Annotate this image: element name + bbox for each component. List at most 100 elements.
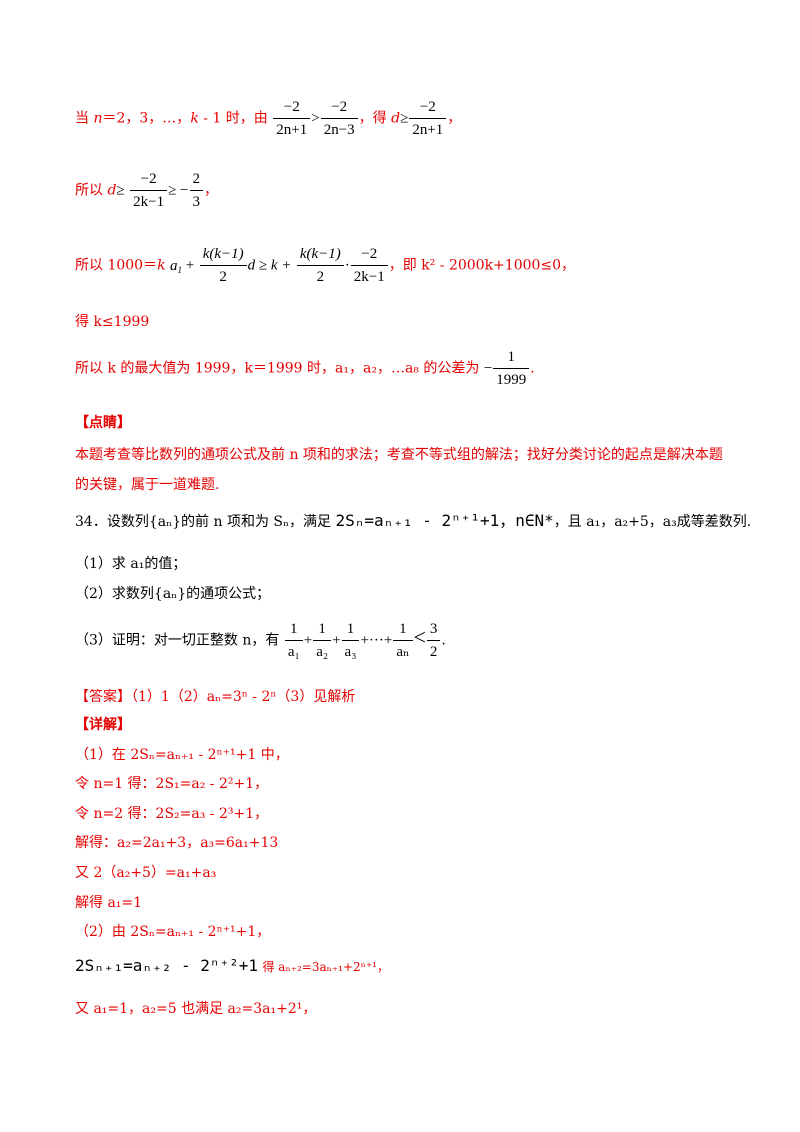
numerator: 1 (313, 618, 332, 641)
text: 所以 1000＝ (75, 257, 158, 274)
fraction: 1 a₁ (284, 618, 303, 663)
text: . (530, 360, 535, 377)
question-part-1: （1）求 a₁的值； (75, 556, 187, 572)
question-34: 34．设数列{aₙ}的前 n 项和为 Sₙ，满足 2Sₙ=aₙ₊₁ - 2ⁿ⁺¹… (75, 512, 751, 531)
solution-line-4: 解得：a₂=2a₁+3，a₃=6a₁+13 (75, 835, 279, 851)
solution-line-2: 令 n=1 得：2S₁=a₂ - 2²+1， (75, 776, 269, 792)
symbol: > (311, 110, 320, 127)
text: ，即 k² - 2000k+1000≤0， (388, 257, 576, 274)
text: . (441, 632, 446, 649)
fraction: k(k−1) 2 (296, 243, 344, 288)
text: ， (447, 110, 462, 127)
text: 当 (75, 110, 94, 127)
fraction: −2 2k−1 (350, 243, 388, 288)
denominator: 2 (219, 269, 227, 285)
question-part-2: （2）求数列{aₙ}的通项公式； (75, 586, 271, 602)
var-k: k (190, 110, 199, 127)
var-d: d (391, 110, 401, 127)
a: a (170, 257, 178, 274)
fraction: 1 aₙ (393, 618, 413, 663)
symbol: ≥ − (168, 182, 189, 199)
symbol: ≥ (116, 182, 125, 199)
numerator: −2 (350, 243, 388, 266)
commentary-line-2: 的关键，属于一道难题. (75, 477, 220, 493)
text: - 1 时，由 (198, 110, 268, 127)
solution-line-1: （1）在 2Sₙ=aₙ₊₁ - 2ⁿ⁺¹+1 中， (75, 747, 289, 763)
text: 所以 k 的最大值为 1999，k＝1999 时，a₁，a₂，…a₈ 的公差为 (75, 360, 480, 377)
text: ＝2，3，…， (102, 110, 191, 127)
var-n: n (93, 110, 103, 127)
numerator: 1 (284, 618, 303, 641)
text: 34．设数列{aₙ}的前 n 项和为 Sₙ，满足 (75, 514, 332, 530)
denominator: 2 (429, 644, 438, 660)
symbol: < (413, 624, 426, 650)
denominator: 2 (316, 269, 325, 285)
heading-dianjing: 【点睛】 (75, 415, 131, 431)
text: ，且 a₁，a₂+5，a₃成等差数列. (553, 514, 752, 530)
numerator: −2 (130, 168, 168, 191)
symbol: ≥ (400, 110, 409, 127)
denominator: 2k−1 (133, 194, 165, 210)
solution-line-5: 又 2（a₂+5）=a₁+a₃ (75, 865, 217, 881)
denominator: 1999 (496, 372, 527, 388)
text: ， (204, 182, 219, 199)
denominator: aₙ (396, 644, 410, 660)
text: 所以 (75, 182, 108, 199)
symbol: +···+ (360, 632, 393, 649)
fraction: 1 a₂ (313, 618, 332, 663)
fraction: 1 a₃ (341, 618, 360, 663)
text: （3）证明：对一切正整数 n，有 (75, 632, 280, 649)
solution-line-3: 令 n=2 得：2S₂=a₃ - 2³+1， (75, 806, 269, 822)
fraction: 1 1999 (493, 346, 530, 391)
fraction: −2 2n−3 (320, 96, 358, 141)
var-d: d (107, 182, 117, 199)
math-text: d ≥ k + (247, 257, 292, 274)
denominator: a₃ (344, 644, 357, 660)
math-recurrence: 2Sₙ₊₁=aₙ₊₂ - 2ⁿ⁺²+1 (75, 956, 259, 975)
numerator: k(k−1) (199, 243, 247, 266)
denominator: 2n−3 (323, 122, 355, 138)
symbol: + (182, 257, 195, 274)
numerator: 3 (426, 618, 441, 641)
line-3: 所以 1000＝k a1 + k(k−1) 2 d ≥ k + k(k−1) 2 ·−2… (75, 243, 575, 288)
var-k: k (157, 257, 166, 274)
fraction: k(k−1) 2 (199, 243, 247, 288)
text: 得 aₙ₊₂=3aₙ₊₁+2ⁿ⁺¹， (262, 960, 389, 974)
line-5: 所以 k 的最大值为 1999，k＝1999 时，a₁，a₂，…a₈ 的公差为 … (75, 346, 535, 391)
fraction: −2 2n+1 (273, 96, 311, 141)
numerator: 1 (341, 618, 360, 641)
commentary-line-1: 本题考查等比数列的通项公式及前 n 项和的求法；考查不等式组的解法；找好分类讨论… (75, 447, 723, 463)
numerator: 2 (189, 168, 204, 191)
denominator: 2k−1 (353, 269, 385, 285)
solution-line-7: （2）由 2Sₙ=aₙ₊₁ - 2ⁿ⁺¹+1， (75, 924, 271, 940)
answer-line: 【答案】（1）1（2）aₙ=3ⁿ - 2ⁿ（3）见解析 (75, 689, 356, 705)
numerator: 1 (493, 346, 530, 369)
numerator: −2 (409, 96, 447, 119)
denominator: 2n+1 (412, 122, 444, 138)
denominator: 2n+1 (276, 122, 308, 138)
text: ，得 (358, 110, 392, 127)
numerator: 1 (393, 618, 413, 641)
denominator: 3 (192, 194, 201, 210)
line-4: 得 k≤1999 (75, 314, 150, 330)
symbol: − (483, 360, 493, 377)
denominator: a₂ (316, 644, 329, 660)
numerator: −2 (320, 96, 358, 119)
numerator: −2 (273, 96, 311, 119)
fraction: −2 2k−1 (130, 168, 168, 213)
solution-line-9: 又 a₁=1，a₂=5 也满足 a₂=3a₁+2¹， (75, 1001, 317, 1017)
math-condition: 2Sₙ=aₙ₊₁ - 2ⁿ⁺¹+1，n∈N* (335, 511, 554, 530)
solution-line-8: 2Sₙ₊₁=aₙ₊₂ - 2ⁿ⁺²+1 得 aₙ₊₂=3aₙ₊₁+2ⁿ⁺¹， (75, 957, 389, 976)
var-a1: a1 (170, 257, 183, 275)
heading-xiangjie: 【详解】 (75, 717, 131, 733)
fraction: −2 2n+1 (409, 96, 447, 141)
symbol: · (344, 257, 350, 274)
denominator: a₁ (287, 644, 300, 660)
solution-line-6: 解得 a₁=1 (75, 895, 143, 911)
numerator: k(k−1) (296, 243, 344, 266)
